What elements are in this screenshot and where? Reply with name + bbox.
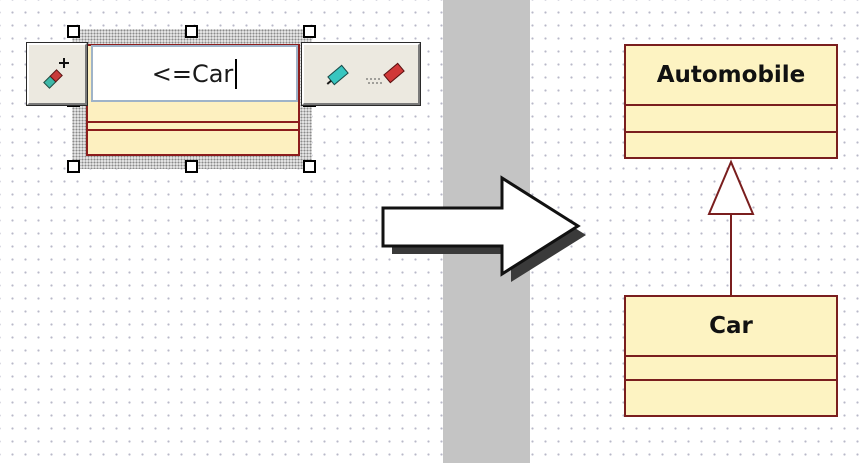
right-arrow-icon <box>381 175 586 282</box>
class-separator <box>88 121 298 123</box>
class-name: Car <box>626 297 836 357</box>
resize-handle-top-right[interactable] <box>303 25 316 38</box>
class-attributes-compartment <box>626 106 836 133</box>
class-operations-compartment <box>626 133 836 160</box>
resize-handle-bottom-right[interactable] <box>303 160 316 173</box>
resize-handle-bottom[interactable] <box>185 160 198 173</box>
class-attributes-compartment <box>626 357 836 381</box>
class-operations-compartment <box>626 381 836 411</box>
class-separator <box>88 129 298 131</box>
class-name: Automobile <box>626 46 836 106</box>
add-class-button[interactable] <box>26 42 88 106</box>
uml-class-automobile[interactable]: Automobile <box>624 44 838 159</box>
resize-handle-bottom-left[interactable] <box>67 160 80 173</box>
connector-red-icon <box>383 62 405 84</box>
connector-icons <box>326 62 405 86</box>
class-name-input-value: <=Car <box>151 59 234 88</box>
generalization-connector <box>707 159 755 296</box>
uml-class-car[interactable]: Car <box>624 295 838 417</box>
resize-handle-top[interactable] <box>185 25 198 38</box>
class-name-input[interactable]: <=Car <box>91 45 298 102</box>
add-class-icon <box>43 58 69 89</box>
resize-handle-top-left[interactable] <box>67 25 80 38</box>
generalization-arrowhead <box>707 159 755 215</box>
connector-cyan-icon <box>326 64 349 86</box>
text-caret <box>235 58 238 89</box>
association-button[interactable] <box>301 42 421 106</box>
